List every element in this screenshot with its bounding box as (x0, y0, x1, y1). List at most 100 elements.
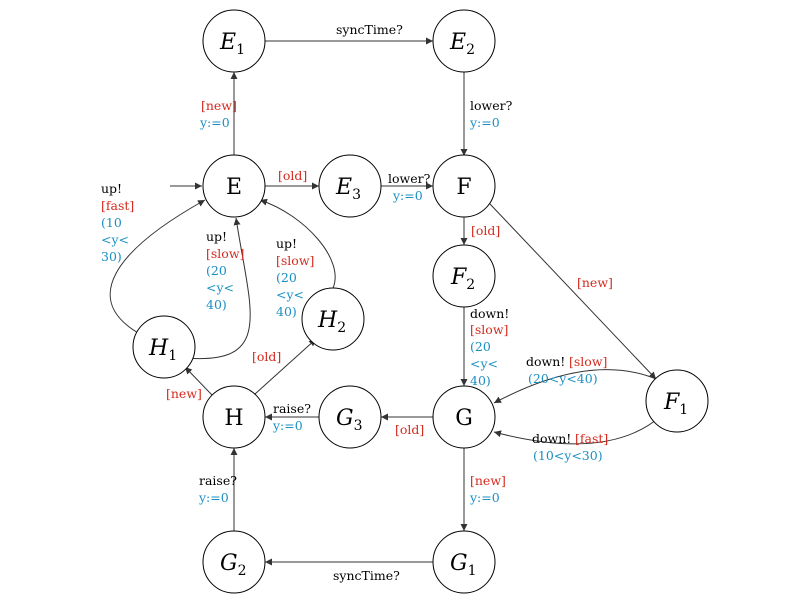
label-g1-g2-action: syncTime? (333, 568, 400, 583)
state-e3-name: E (335, 175, 352, 200)
label-f2-g-action: down! (470, 306, 509, 321)
edge-f1-g-fast (493, 415, 662, 445)
label-f2-g-update-3: 40) (470, 373, 491, 388)
svg-text:F2: F2 (450, 265, 475, 293)
svg-text:G2: G2 (220, 551, 247, 579)
svg-text:H1: H1 (148, 336, 177, 364)
state-f: F (432, 154, 496, 218)
label-g3-h-update: y:=0 (272, 418, 303, 433)
label-e2-f-update: y:=0 (469, 115, 500, 130)
state-e2-subscript: 2 (466, 42, 475, 58)
label-g2-h-action: raise? (199, 473, 237, 488)
transitions (109, 37, 662, 566)
label-f2-g-guard: [slow] (470, 322, 508, 337)
label-h1-e-fast-update-3: 30) (101, 249, 122, 264)
svg-text:E1: E1 (219, 30, 245, 58)
label-f1-g-fast-guard: [fast] (575, 431, 608, 446)
label-h2-e-update-2: <y< (276, 287, 304, 302)
state-e2-name: E (449, 30, 466, 55)
label-h1-e-fast-action: up! (101, 181, 122, 196)
label-f2-g-update-1: (20 (470, 339, 491, 354)
label-f-f1-guard: [new] (577, 275, 613, 290)
label-f1-g-slow-update: (20<y<40) (528, 371, 598, 386)
state-e1: E1 (202, 9, 266, 73)
transition-labels: syncTime? lower? y:=0 [new] y:=0 [old] l… (101, 22, 613, 583)
edge-h1-e-fast (109, 199, 206, 335)
state-h2-name: H (317, 308, 338, 333)
state-h-name: H (224, 406, 243, 431)
state-g1-name: G (450, 551, 468, 576)
state-g1-subscript: 1 (468, 563, 477, 579)
label-f1-g-slow-action: down! (526, 354, 565, 369)
state-f-name: F (456, 175, 471, 200)
label-h2-e-update-1: (20 (276, 270, 297, 285)
label-f1-g-slow-guard: [slow] (569, 354, 607, 369)
svg-text:G3: G3 (336, 406, 363, 434)
state-g3-name: G (336, 406, 354, 431)
state-h2-subscript: 2 (337, 320, 346, 336)
label-e-e3-guard: [old] (278, 168, 307, 183)
state-h1-name: H (148, 336, 169, 361)
label-h-h1-guard: [new] (166, 386, 202, 401)
state-e3: E3 (318, 154, 382, 218)
label-h1-e-slow-action: up! (206, 229, 227, 244)
label-g-g3-guard: [old] (395, 422, 424, 437)
svg-text:F1: F1 (663, 390, 688, 418)
state-g-name: G (455, 406, 473, 431)
label-h1-e-slow-update-1: (20 (206, 263, 227, 278)
label-f2-g-update-2: <y< (470, 356, 498, 371)
edge-h1-e-slow (185, 217, 251, 360)
label-h1-e-slow-guard: [slow] (206, 246, 244, 261)
label-f1-g-fast-action: down! (532, 431, 571, 446)
edge-f-f1 (489, 203, 657, 380)
svg-text:E3: E3 (335, 175, 361, 203)
state-h1: H1 (132, 315, 196, 379)
label-e3-f-update: y:=0 (392, 188, 423, 203)
label-e-e1-guard: [new] (201, 98, 237, 113)
label-g2-h-update: y:=0 (198, 490, 229, 505)
state-g2-name: G (220, 551, 238, 576)
state-g2: G2 (202, 530, 266, 594)
svg-text:E2: E2 (449, 30, 475, 58)
label-h1-e-slow-update-3: 40) (206, 297, 227, 312)
edge-h-h1 (184, 366, 213, 396)
state-h1-subscript: 1 (168, 348, 177, 364)
state-g: G (432, 385, 496, 449)
state-f2: F2 (432, 244, 496, 308)
label-g-g1-update: y:=0 (469, 490, 500, 505)
label-h2-e-guard: [slow] (276, 253, 314, 268)
label-e3-f-action: lower? (388, 171, 431, 186)
label-f1-g-fast-update: (10<y<30) (533, 448, 603, 463)
label-e1-e2-action: syncTime? (336, 22, 403, 37)
state-e3-subscript: 3 (352, 187, 361, 203)
state-e2: E2 (432, 9, 496, 73)
state-e1-name: E (219, 30, 236, 55)
label-h-h2-guard: [old] (252, 349, 281, 364)
state-g2-subscript: 2 (238, 563, 247, 579)
state-g1: G1 (432, 530, 496, 594)
state-e: E (202, 154, 266, 218)
label-h1-e-fast-update-2: <y< (101, 232, 129, 247)
label-g-g1-guard: [new] (470, 473, 506, 488)
svg-text:G1: G1 (450, 551, 477, 579)
edge-h2-e (259, 198, 336, 289)
state-f1-subscript: 1 (679, 402, 688, 418)
states: E1 E2 E E3 F F2 F1 G (132, 9, 709, 594)
label-h1-e-fast-update-1: (10 (101, 215, 122, 230)
state-e-name: E (226, 175, 242, 200)
label-h2-e-action: up! (276, 236, 297, 251)
label-h1-e-slow-update-2: <y< (206, 280, 234, 295)
state-f2-name: F (450, 265, 467, 290)
state-f1: F1 (645, 369, 709, 433)
label-f-f2-guard: [old] (471, 223, 500, 238)
edge-f1-g-slow (493, 369, 657, 404)
label-h1-e-fast-guard: [fast] (101, 198, 134, 213)
state-h2: H2 (301, 287, 365, 351)
label-e-e1-update: y:=0 (199, 115, 230, 130)
svg-text:H2: H2 (317, 308, 346, 336)
state-g3-subscript: 3 (354, 418, 363, 434)
label-e2-f-action: lower? (470, 98, 513, 113)
label-g3-h-action: raise? (273, 401, 311, 416)
state-e1-subscript: 1 (236, 42, 245, 58)
